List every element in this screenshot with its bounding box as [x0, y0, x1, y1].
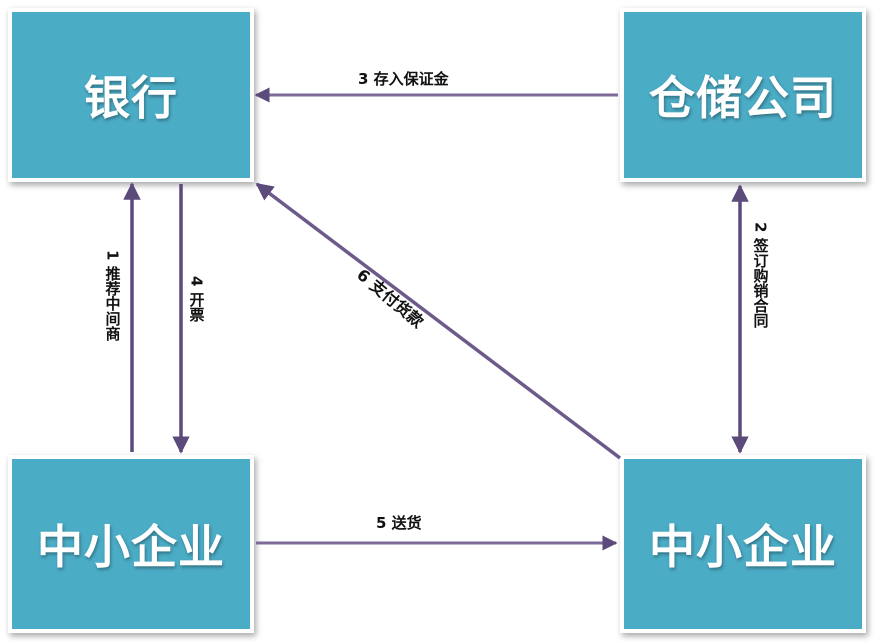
- edge-e6: [255, 182, 622, 460]
- edge-label-e2: 2 签订购销合同: [751, 222, 770, 328]
- edge-label-e5: 5 送货: [376, 514, 422, 532]
- edge-label-e1: 1 推荐中间商: [103, 250, 122, 341]
- node-warehouse-label: 仓储公司: [649, 71, 837, 125]
- node-sme-right-label: 中小企业: [649, 520, 837, 574]
- edge-label-e3: 3 存入保证金: [358, 70, 449, 88]
- node-bank: 银行: [8, 8, 254, 182]
- node-sme-right: 中小企业: [620, 455, 866, 633]
- node-sme-left: 中小企业: [8, 455, 254, 633]
- node-bank-label: 银行: [84, 71, 178, 125]
- node-sme-left-label: 中小企业: [37, 520, 225, 574]
- edge-label-e4: 4 开票: [187, 276, 206, 322]
- node-warehouse: 仓储公司: [620, 8, 866, 182]
